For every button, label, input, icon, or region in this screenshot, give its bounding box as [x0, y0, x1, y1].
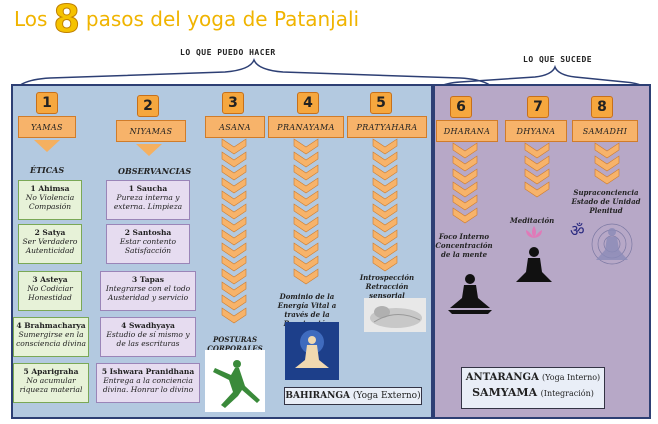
breathing-meditation-illustration	[285, 322, 339, 380]
bahiranga-label: BAHIRANGA	[285, 391, 351, 401]
niyama-item-5: 5 Ishwara Pranidhana Entrega a la concie…	[96, 363, 200, 403]
step-badge-3: 3	[222, 92, 244, 114]
yamas-heading: ÉTICAS	[30, 165, 65, 175]
caption-dhyana: Meditación	[510, 216, 555, 225]
step-name-pratyahara: PRATYAHARA	[347, 116, 427, 138]
header-left: LO QUE PUEDO HACER	[180, 48, 276, 57]
step-badge-8: 8	[591, 96, 613, 118]
antaranga-sub: (Yoga Interno)	[542, 373, 601, 382]
step-badge-6: 6	[450, 96, 472, 118]
caption-pratyahara: Introspección Retracción sensorial	[359, 273, 415, 300]
yama-item-2: 2 Satya Ser Verdadero Autenticidad	[18, 224, 82, 264]
niyama-item-3: 3 Tapas Integrarse con el todo Austerida…	[100, 271, 196, 311]
title-post: pasos del yoga de Patanjali	[85, 7, 360, 31]
caption-asana: POSTURAS CORPORALES	[207, 335, 263, 353]
chevron-stack-pratyahara	[372, 138, 398, 272]
title-number: 8	[53, 0, 80, 41]
niyama-item-1: 1 Saucha Pureza interna y externa. Limpi…	[106, 180, 190, 220]
yama-item-5: 5 Aparigraha No acumular riqueza materia…	[13, 363, 89, 403]
brace-right	[432, 64, 651, 97]
antaranga-label: ANTARANGA	[465, 372, 539, 383]
samyama-sub: (Integración)	[540, 389, 594, 398]
step-name-dharana: DHARANA	[436, 120, 498, 142]
chevron-down-icon	[34, 140, 60, 152]
om-symbol-icon: ॐ	[570, 221, 585, 240]
step-name-asana: ASANA	[205, 116, 265, 138]
caption-dharana: Foco Interno Concentración de la mente	[435, 232, 493, 259]
yoga-pose-illustration	[205, 350, 265, 412]
chevron-stack-dharana	[452, 142, 478, 224]
chevron-stack-dhyana	[524, 142, 550, 198]
step-badge-4: 4	[297, 92, 319, 114]
pratyahara-illustration	[364, 298, 426, 332]
yama-item-1: 1 Ahimsa No Violencia Compasión	[18, 180, 82, 220]
step-name-yamas: YAMAS	[18, 116, 76, 138]
supraconsciousness-illustration: ॐ	[570, 221, 633, 265]
step-badge-5: 5	[370, 92, 392, 114]
concentration-illustration	[448, 274, 492, 314]
antaranga-box: ANTARANGA (Yoga Interno) SAMYAMA (Integr…	[461, 367, 605, 409]
page-title: Los 8 pasos del yoga de Patanjali	[14, 0, 360, 41]
chevron-stack-samadhi	[594, 142, 620, 185]
chevron-stack-pranayama	[293, 138, 319, 285]
title-pre: Los	[14, 7, 48, 31]
samyama-label: SAMYAMA	[472, 386, 538, 399]
caption-samadhi: Supraconciencia Estado de Unidad Plenitu…	[571, 188, 641, 215]
step-badge-2: 2	[137, 95, 159, 117]
step-badge-7: 7	[527, 96, 549, 118]
yama-item-4: 4 Brahmacharya Sumergirse en la conscien…	[13, 317, 89, 357]
meditation-illustration	[516, 226, 552, 282]
header-right: LO QUE SUCEDE	[523, 55, 593, 64]
niyamas-heading: OBSERVANCIAS	[118, 166, 192, 176]
step-name-pranayama: PRANAYAMA	[268, 116, 344, 138]
bahiranga-box: BAHIRANGA (Yoga Externo)	[284, 387, 422, 405]
brace-left	[13, 57, 497, 97]
bahiranga-sub: (Yoga Externo)	[352, 391, 421, 401]
step-name-samadhi: SAMADHI	[572, 120, 638, 142]
step-name-dhyana: DHYANA	[505, 120, 567, 142]
chevron-stack-asana	[221, 138, 247, 324]
yama-item-3: 3 Asteya No Codiciar Honestidad	[18, 271, 82, 311]
step-name-niyamas: NIYAMAS	[116, 120, 186, 142]
step-badge-1: 1	[36, 92, 58, 114]
lotus-icon	[526, 226, 542, 238]
niyama-item-2: 2 Santosha Estar contento Satisfacción	[106, 224, 190, 264]
chevron-down-icon	[136, 144, 162, 156]
niyama-item-4: 4 Swadhyaya Estudio de sí mismo y de las…	[100, 317, 196, 357]
